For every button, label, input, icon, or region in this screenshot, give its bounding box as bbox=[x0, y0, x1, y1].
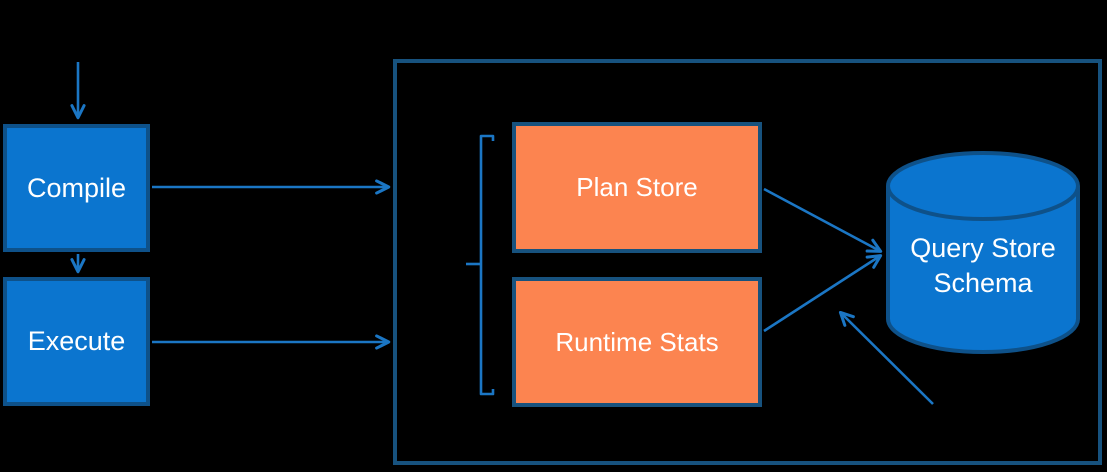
plan-store-node: Plan Store bbox=[512, 122, 762, 253]
plan-store-label: Plan Store bbox=[576, 172, 698, 202]
container-box bbox=[393, 59, 1102, 465]
query-store-schema-cylinder bbox=[886, 151, 1080, 354]
query-store-schema-label-line1: Query Store bbox=[910, 233, 1056, 263]
compile-label: Compile bbox=[26, 172, 127, 203]
compile-node: Compile bbox=[3, 124, 150, 252]
cylinder-body bbox=[886, 186, 1080, 354]
execute-label: Execute bbox=[27, 326, 126, 356]
cylinder-top bbox=[886, 151, 1080, 221]
arrow-bottom-right-up-left bbox=[838, 310, 934, 405]
runtime-stats-label: Runtime Stats bbox=[555, 326, 719, 357]
arrow-plan-store-to-schema bbox=[763, 187, 883, 253]
runtime-stats-node: Runtime Stats bbox=[512, 277, 762, 407]
query-store-schema-label: Query Store Schema bbox=[888, 196, 1078, 336]
query-store-schema-label-line2: Schema bbox=[933, 268, 1033, 298]
arrow-runtime-stats-to-schema bbox=[763, 254, 883, 333]
execute-node: Execute bbox=[3, 277, 150, 406]
grouping-brace bbox=[466, 134, 495, 396]
